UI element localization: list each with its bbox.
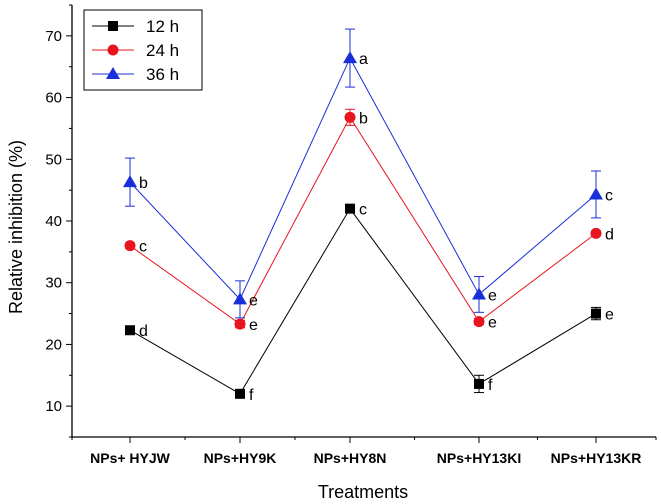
series-layer: d f c f e c e b e d b e a e c [123, 28, 614, 404]
significance-label: e [488, 315, 497, 332]
y-tick-label: 20 [45, 336, 62, 353]
series-line [129, 207, 597, 395]
legend-item: 36 h [92, 65, 179, 84]
significance-label: c [605, 187, 613, 204]
series-24h: c e b e d [124, 108, 614, 334]
significance-label: c [139, 239, 147, 256]
series-36h: b e a e c [123, 28, 613, 319]
significance-label: f [488, 377, 493, 394]
legend-label: 12 h [146, 17, 179, 36]
y-tick-label: 40 [45, 213, 62, 230]
y-tick-label: 10 [45, 398, 62, 415]
data-point [473, 316, 485, 328]
data-point [234, 318, 246, 330]
series-line [129, 116, 597, 325]
y-axis-title: Relative inhibition (%) [6, 140, 26, 314]
significance-label: a [359, 51, 368, 68]
significance-label: e [249, 317, 258, 334]
legend-label: 24 h [146, 41, 179, 60]
data-point [472, 287, 486, 300]
x-tick-label: NPs+HY8N [314, 450, 387, 466]
y-tick-label: 60 [45, 90, 62, 107]
legend-marker [107, 44, 119, 56]
significance-label: e [249, 292, 258, 309]
data-point [124, 240, 136, 252]
data-point [345, 203, 355, 214]
y-tick-label: 50 [45, 151, 62, 168]
series-12h: d f c f e [125, 202, 614, 404]
significance-label: f [249, 387, 254, 404]
significance-label: d [139, 323, 148, 340]
data-point [123, 175, 137, 188]
legend-box [83, 9, 203, 91]
legend-marker [108, 21, 118, 31]
y-tick-label: 70 [45, 28, 62, 45]
y-tick-label: 30 [45, 275, 62, 292]
legend-item: 12 h [92, 17, 179, 36]
data-point [589, 187, 603, 200]
data-point [233, 292, 247, 305]
x-axis-title: Treatments [318, 482, 408, 502]
legend-item: 24 h [92, 41, 179, 60]
legend-label: 36 h [146, 65, 179, 84]
x-tick-label: NPs+HY13KI [437, 450, 521, 466]
significance-label: e [605, 307, 614, 324]
data-point [125, 325, 135, 336]
series-line [129, 56, 597, 301]
significance-label: b [139, 175, 148, 192]
x-tick-label: NPs+HY13KR [551, 450, 642, 466]
legend-marker [106, 67, 120, 79]
data-point [344, 111, 356, 123]
data-point [591, 308, 601, 319]
significance-label: c [359, 202, 367, 219]
data-point [590, 227, 602, 239]
data-point [474, 378, 484, 389]
data-point [235, 388, 245, 399]
data-point [343, 51, 357, 64]
significance-label: d [605, 226, 614, 243]
significance-label: b [359, 110, 368, 127]
x-tick-label: NPs+ HYJW [90, 450, 171, 466]
legend: 12 h 24 h 36 h [83, 9, 203, 91]
significance-label: e [488, 287, 497, 304]
x-tick-label: NPs+HY9K [204, 450, 277, 466]
